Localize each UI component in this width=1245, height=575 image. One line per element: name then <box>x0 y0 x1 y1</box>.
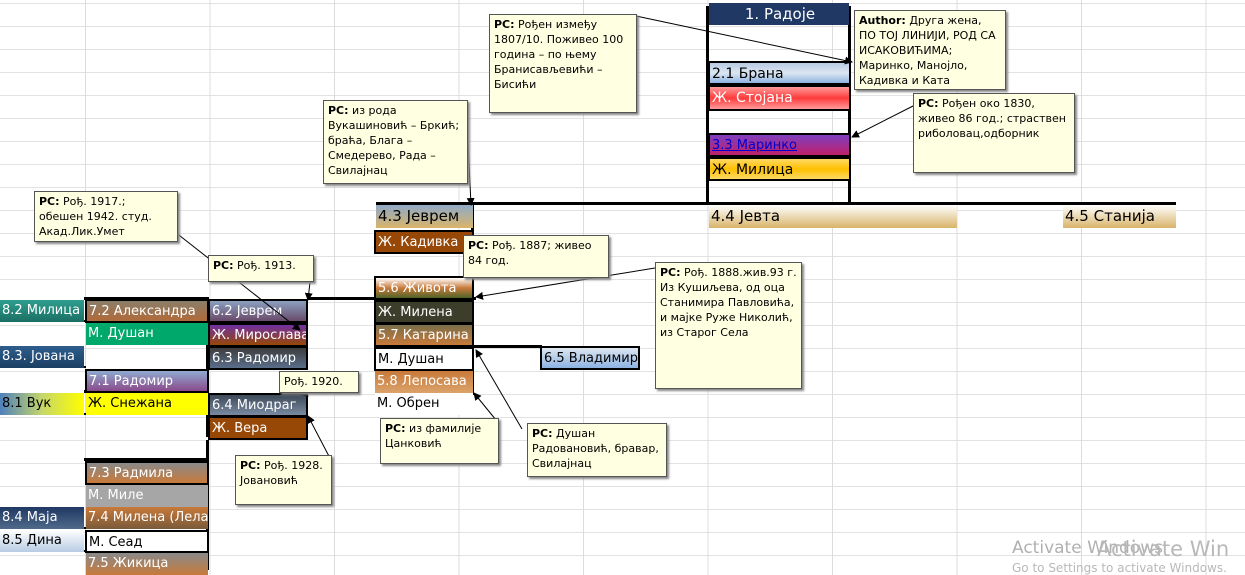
cell-milena-7-4[interactable]: 7.4 Милена (Лела) <box>86 507 208 529</box>
cell-stanija-4-5[interactable]: 4.5 Станија <box>1063 205 1176 228</box>
tree-line <box>376 202 1176 205</box>
cell-zh-vera[interactable]: Ж. Вера <box>208 416 308 440</box>
comment-author: PC: <box>660 266 681 279</box>
cell-zh-miroslava[interactable]: Ж. Мирослава <box>208 323 308 347</box>
cell-m-dusan-7[interactable]: М. Душан <box>86 323 208 345</box>
comment-text: из фамилије Цанковић <box>385 422 482 450</box>
comment-text: Рођ. 1917.; обешен 1942. студ. Акад.Лик.… <box>39 195 152 238</box>
comment-radoje[interactable]: PC: Рођен између 1807/10. Поживео 100 го… <box>489 14 637 113</box>
cell-radomir-7-1[interactable]: 7.1 Радомир <box>85 369 209 393</box>
cell-brana[interactable]: 2.1 Брана <box>708 61 851 85</box>
cell-marinko-link[interactable]: 3.3 Маринко <box>712 138 797 153</box>
comment-jevrem-1917[interactable]: PC: Рођ. 1917.; обешен 1942. студ. Акад.… <box>34 191 178 242</box>
comment-dusan-radovanovic[interactable]: PC: Душан Радовановић, бравар, Свилајнац <box>527 423 667 477</box>
tree-line <box>474 345 542 348</box>
comment-1888[interactable]: PC: Рођ. 1888.жив.93 г. Из Кушиљева, од … <box>655 262 802 389</box>
cell-radoje[interactable]: 1. Радоје <box>709 3 849 25</box>
tree-line <box>84 458 208 461</box>
comment-text: Рођ. 1920. <box>284 375 343 388</box>
cell-dina-8-5[interactable]: 8.5 Дина <box>0 530 84 552</box>
cell-zh-snezana[interactable]: Ж. Снежана <box>86 393 208 415</box>
cell-radomir-6-3[interactable]: 6.3 Радомир <box>208 346 308 370</box>
comment-1913[interactable]: PC: Рођ. 1913. <box>208 255 314 282</box>
comment-text: Друга жена, ПО ТОЈ ЛИНИЈИ, РОД СА ИСАКОВ… <box>859 14 996 87</box>
cell-jevrem-4-3[interactable]: 4.3 Јеврем <box>376 205 473 228</box>
cell-zh-stojana[interactable]: Ж. Стојана <box>708 85 851 111</box>
comment-author: PC: <box>532 427 553 440</box>
comment-cankovic[interactable]: PC: из фамилије Цанковић <box>380 418 499 464</box>
cell-jovana-8-3[interactable]: 8.3. Јована <box>0 346 84 368</box>
tree-line <box>206 297 209 437</box>
comment-author: PC: <box>494 18 515 31</box>
activation-watermark-subtext: Go to Settings to activate Windows. <box>1012 561 1227 575</box>
activation-watermark-overlap: Activate Win <box>1097 537 1230 561</box>
cell-radmila-7-3[interactable]: 7.3 Радмила <box>85 461 209 485</box>
cell-zhivota[interactable]: 5.6 Живота <box>374 276 474 300</box>
cell-jevrem-6-2[interactable]: 6.2 Јеврем <box>208 299 308 323</box>
comment-author: PC: <box>213 259 234 272</box>
comment-author: PC: <box>328 104 349 117</box>
cell-zhikica-7-5[interactable]: 7.5 Жикица <box>86 553 208 575</box>
comment-text: Рођ. 1888.жив.93 г. Из Кушиљева, од оца … <box>660 266 797 339</box>
cell-miodrag-6-4[interactable]: 6.4 Миодраг <box>208 393 308 417</box>
comment-text: Рођ. 1928. Јовановић <box>240 459 323 487</box>
cell-m-sead[interactable]: М. Сеад <box>85 530 209 553</box>
comment-1887[interactable]: PC: Рођ. 1887; живео 84 год. <box>463 235 609 278</box>
comment-text: Рођен око 1830, живео 86 год.; страствен… <box>918 97 1066 140</box>
comment-text: из рода Вукашиновић – Бркић; браћа, Благ… <box>328 104 460 177</box>
comment-marinko[interactable]: PC: Рођен око 1830, живео 86 год.; страс… <box>913 93 1075 173</box>
comment-author: PC: <box>39 195 60 208</box>
comment-kadivka-family[interactable]: PC: из рода Вукашиновић – Бркић; браћа, … <box>323 100 468 184</box>
cell-m-mile[interactable]: М. Миле <box>86 485 208 507</box>
cell-m-obren[interactable]: М. Обрен <box>375 393 473 415</box>
cell-milica-8-2[interactable]: 8.2 Милица <box>0 300 84 322</box>
cell-vladimir-6-5[interactable]: 6.5 Владимир <box>540 346 640 370</box>
comment-1928[interactable]: PC: Рођ. 1928. Јовановић <box>235 455 332 505</box>
cell-m-dusan-5[interactable]: М. Душан <box>374 347 474 371</box>
activation-watermark: Activate Windows <box>1012 538 1163 558</box>
comment-author-stojana[interactable]: Author: Друга жена, ПО ТОЈ ЛИНИЈИ, РОД С… <box>854 10 1006 90</box>
cell-maja-8-4[interactable]: 8.4 Маја <box>0 507 84 529</box>
comment-author: PC: <box>240 459 261 472</box>
cell-zh-milica[interactable]: Ж. Милица <box>708 157 851 181</box>
cell-vuk-8-1[interactable]: 8.1 Вук <box>0 393 84 415</box>
cell-marinko[interactable]: 3.3 Маринко <box>708 133 851 157</box>
comment-text: Душан Радовановић, бравар, Свилајнац <box>532 427 659 470</box>
cell-aleksandra[interactable]: 7.2 Александра <box>85 299 209 323</box>
cell-jevta-4-4[interactable]: 4.4 Јевта <box>709 205 957 228</box>
cell-zh-kadivka[interactable]: Ж. Кадивка <box>374 230 474 254</box>
comment-text: Рођ. 1913. <box>237 259 296 272</box>
comment-author: Author: <box>859 14 906 27</box>
cell-leposava[interactable]: 5.8 Лепосава <box>375 371 473 393</box>
cell-zh-milena[interactable]: Ж. Милена <box>374 300 474 324</box>
tree-line <box>706 6 709 204</box>
comment-author: PC: <box>468 239 489 252</box>
comment-text: Рођ. 1887; живео 84 год. <box>468 239 592 267</box>
cell-katarina[interactable]: 5.7 Катарина <box>374 323 474 347</box>
comment-text: Рођен између 1807/10. Поживео 100 година… <box>494 18 624 91</box>
comment-1920[interactable]: Рођ. 1920. <box>279 371 359 393</box>
comment-author: PC: <box>918 97 939 110</box>
comment-author: PC: <box>385 422 406 435</box>
tree-line <box>84 297 208 300</box>
